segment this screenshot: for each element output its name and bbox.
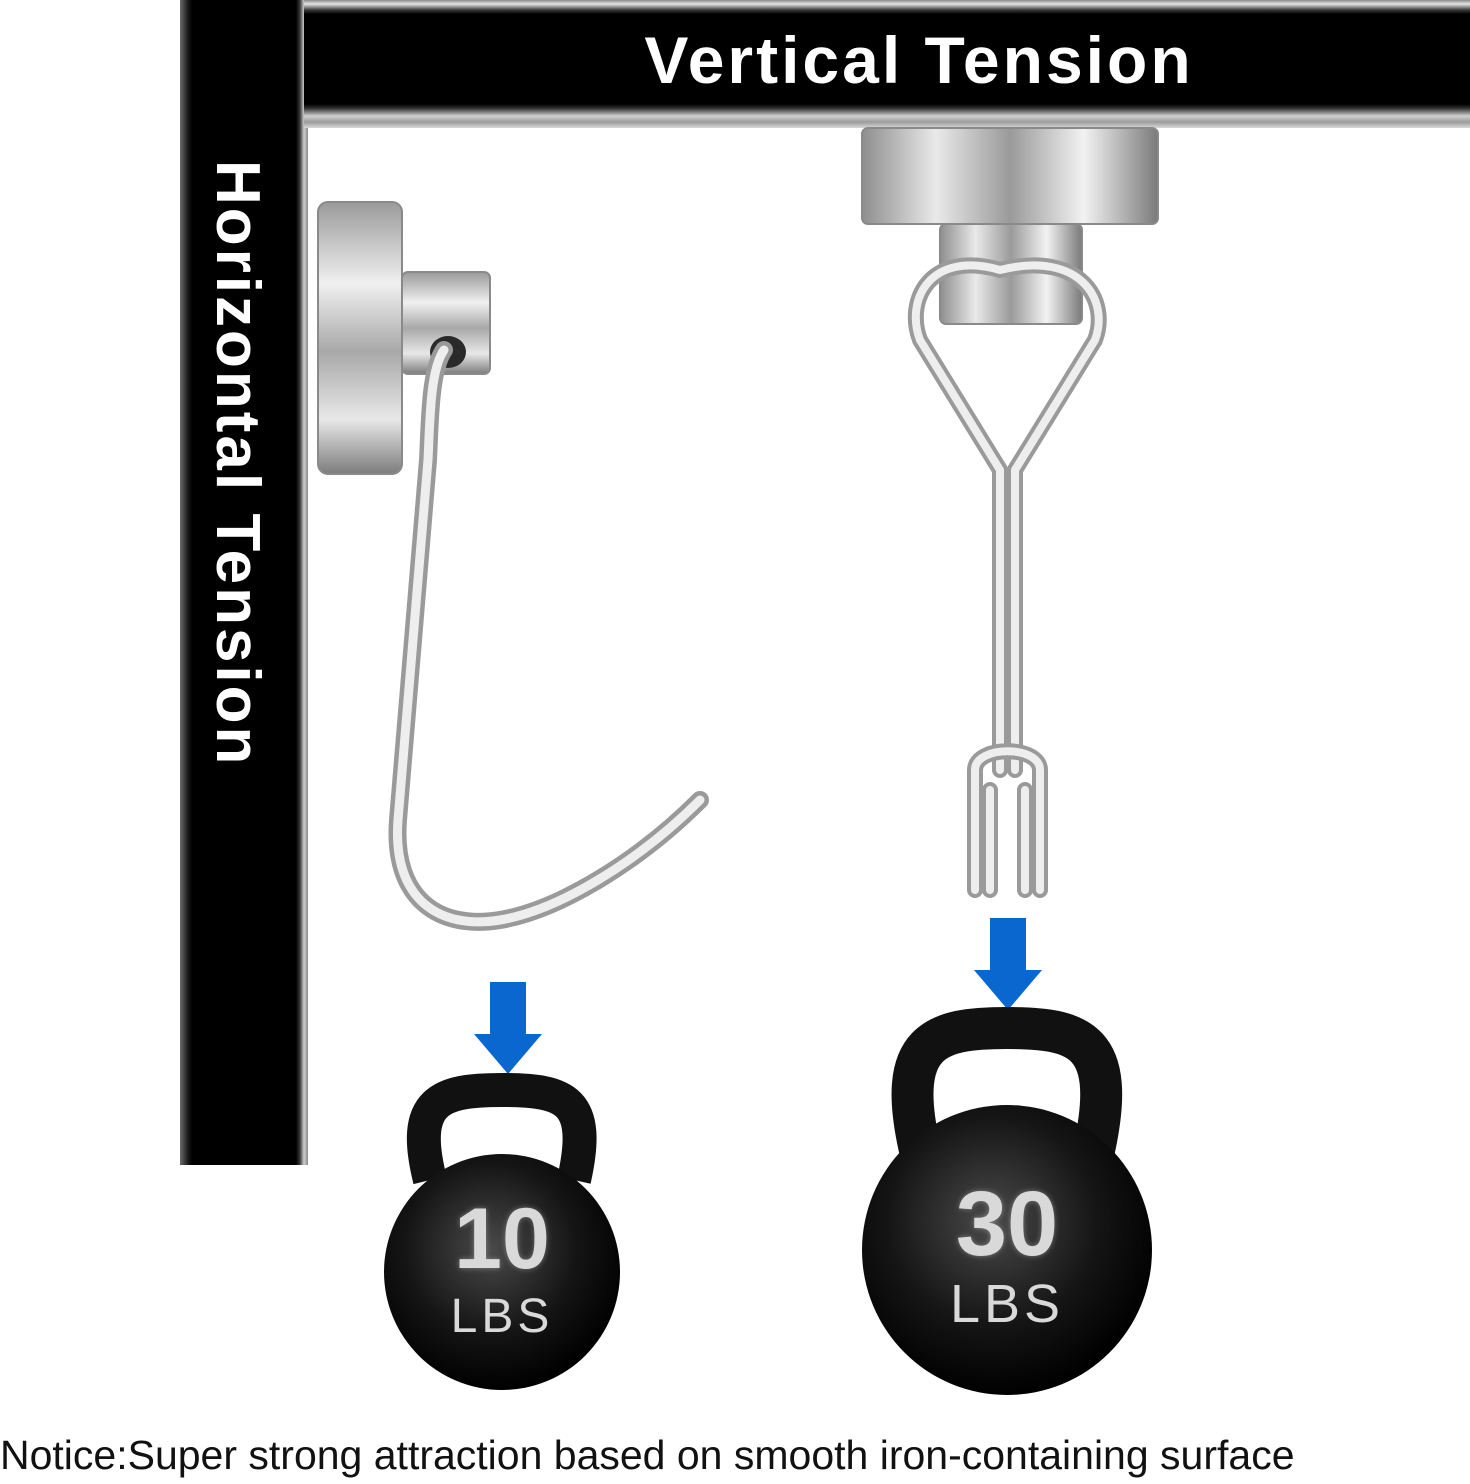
left-weight-unit: LBS (450, 1290, 554, 1343)
horizontal-tension-panel: Horizontal Tension (180, 0, 308, 1000)
right-hook (907, 257, 1107, 898)
vertical-tension-label: Vertical Tension (644, 23, 1194, 97)
left-hook (388, 341, 709, 931)
notice-text: Notice:Super strong attraction based on … (0, 1432, 1295, 1478)
left-weight-value: 10 (454, 1191, 550, 1287)
right-weight-value: 30 (955, 1173, 1059, 1275)
left-kettlebell (384, 1073, 620, 1390)
right-arrow-down-icon (974, 918, 1042, 1010)
right-magnet (861, 127, 1159, 325)
vertical-surface-bar (304, 0, 1470, 128)
horizontal-tension-label: Horizontal Tension (203, 160, 272, 768)
left-arrow-down-icon (474, 982, 542, 1074)
horizontal-surface-bar (180, 0, 308, 1165)
left-magnet (317, 201, 491, 475)
right-kettlebell (862, 1007, 1152, 1395)
right-weight-unit: LBS (949, 1274, 1065, 1334)
